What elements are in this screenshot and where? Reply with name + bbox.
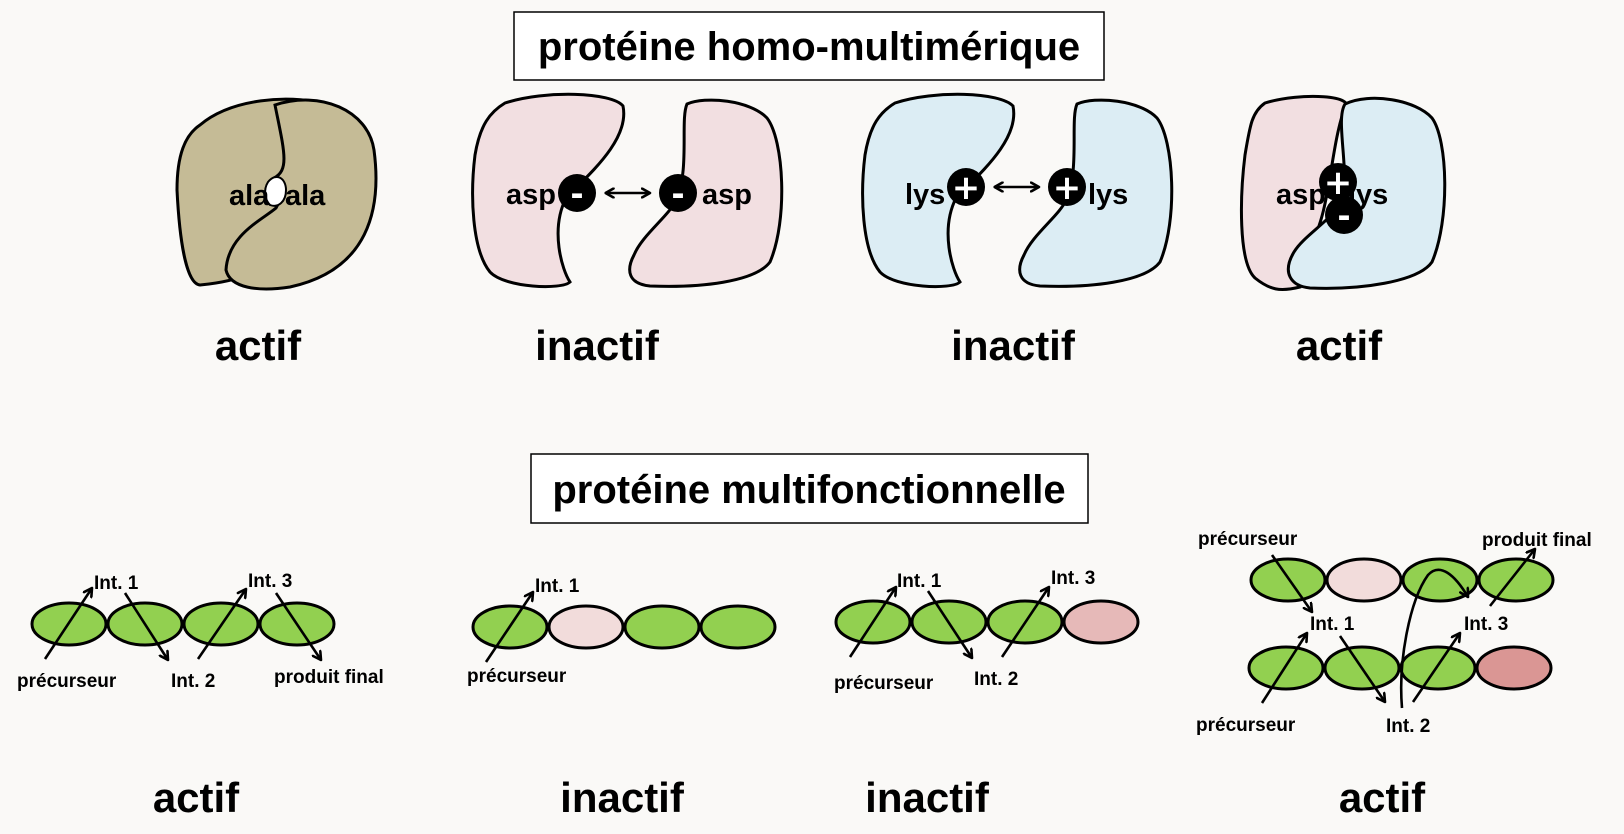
label-int3: Int. 3 [1051,568,1095,589]
charge-right-sign: + [1053,168,1082,208]
status-multi-3: inactif [865,774,990,821]
residue-left: asp [1276,179,1326,211]
arrow-step-1 [43,588,92,660]
label-precursor: précurseur [467,666,567,687]
homo-dimer-ala: ala ala [175,97,378,291]
arrow-step-4 [274,592,321,660]
label-int1: Int. 1 [535,576,580,597]
charge-left [947,168,985,206]
title-multi-box: protéine multifonctionnelle [530,453,1089,524]
residue-left: lys [905,179,945,211]
charge-right-sign: - [671,175,684,213]
arrow-step-1 [484,592,533,663]
title-homo: protéine homo-multimérique [538,25,1080,69]
title-homo-box: protéine homo-multimérique [513,11,1105,81]
charge-right [1048,168,1086,206]
multi-chain-1: précurseur Int. 1 Int. 2 Int. 3 produit … [17,571,384,692]
domain-2-defective [547,604,625,650]
label-int1: Int. 1 [897,571,942,592]
cavity-shape [264,175,288,207]
charge-left [558,174,596,212]
label-final: produit final [1482,530,1592,551]
title-multi: protéine multifonctionnelle [552,468,1065,512]
label-int1: Int. 1 [94,573,139,594]
arrow-bottom-precursor [1260,633,1307,704]
top-domain-3 [1401,557,1479,603]
bottom-domain-4-defective [1475,645,1553,691]
subunit-left-asp [471,92,626,289]
multi-chain-4: précurseur produit final Int. 1 Int. 3 p… [1196,529,1592,737]
label-precursor: précurseur [17,671,117,692]
label-precursor-top: précurseur [1198,529,1298,550]
domain-4 [699,604,777,650]
homo-dimer-asp: asp asp - - [471,92,784,289]
multi-chain-3: précurseur Int. 1 Int. 2 Int. 3 [834,568,1140,694]
arrow-step-3 [1000,587,1049,658]
label-int2: Int. 2 [1386,716,1430,737]
arrow-curved-int2 [1399,568,1468,709]
status-multi-1: actif [153,774,240,821]
status-multi-2: inactif [560,774,685,821]
label-final: produit final [274,667,384,688]
arrow-step-2 [926,590,972,658]
top-domain-4 [1477,557,1555,603]
label-precursor: précurseur [834,673,934,694]
residue-right: lys [1088,179,1128,211]
subunit-left-lys [861,92,1016,289]
charge-left-sign: - [570,175,583,213]
arrow-step-2 [123,592,168,660]
arrow-int2-to-int3 [1411,633,1460,703]
label-int1: Int. 1 [1310,614,1355,635]
status-homo-1: actif [215,322,302,369]
residue-right: asp [702,179,752,211]
charge-lower-sign: - [1337,197,1350,235]
homo-dimer-lys: lys lys + + [861,92,1174,289]
label-precursor-bottom: précurseur [1196,715,1296,736]
status-multi-4: actif [1339,774,1426,821]
residue-left: ala [229,180,270,212]
label-int3: Int. 3 [248,571,292,592]
residue-left: asp [506,179,556,211]
charge-upper [1319,163,1357,201]
status-homo-4: actif [1296,322,1383,369]
label-int2: Int. 2 [974,669,1018,690]
status-homo-2: inactif [535,322,660,369]
arrow-step-3 [196,589,246,660]
label-int2: Int. 2 [171,671,215,692]
domain-4-defective [1062,599,1140,645]
arrow-step-1 [848,587,896,658]
top-domain-2-defective [1325,557,1403,603]
label-int3: Int. 3 [1464,614,1508,635]
arrow-int1-to-int2 [1338,635,1385,702]
multi-chain-2: précurseur Int. 1 [467,576,777,687]
residue-right: ala [285,180,326,212]
charge-left-sign: + [952,168,981,208]
bottom-domain-3 [1399,645,1477,691]
charge-lower [1325,196,1363,234]
homo-dimer-asp-lys: asp lys + - [1239,94,1447,292]
charge-right [659,174,697,212]
arrow-top-precursor [1270,554,1312,612]
domain-3 [623,604,701,650]
arrow-to-final [1488,549,1535,607]
status-homo-3: inactif [951,322,1076,369]
